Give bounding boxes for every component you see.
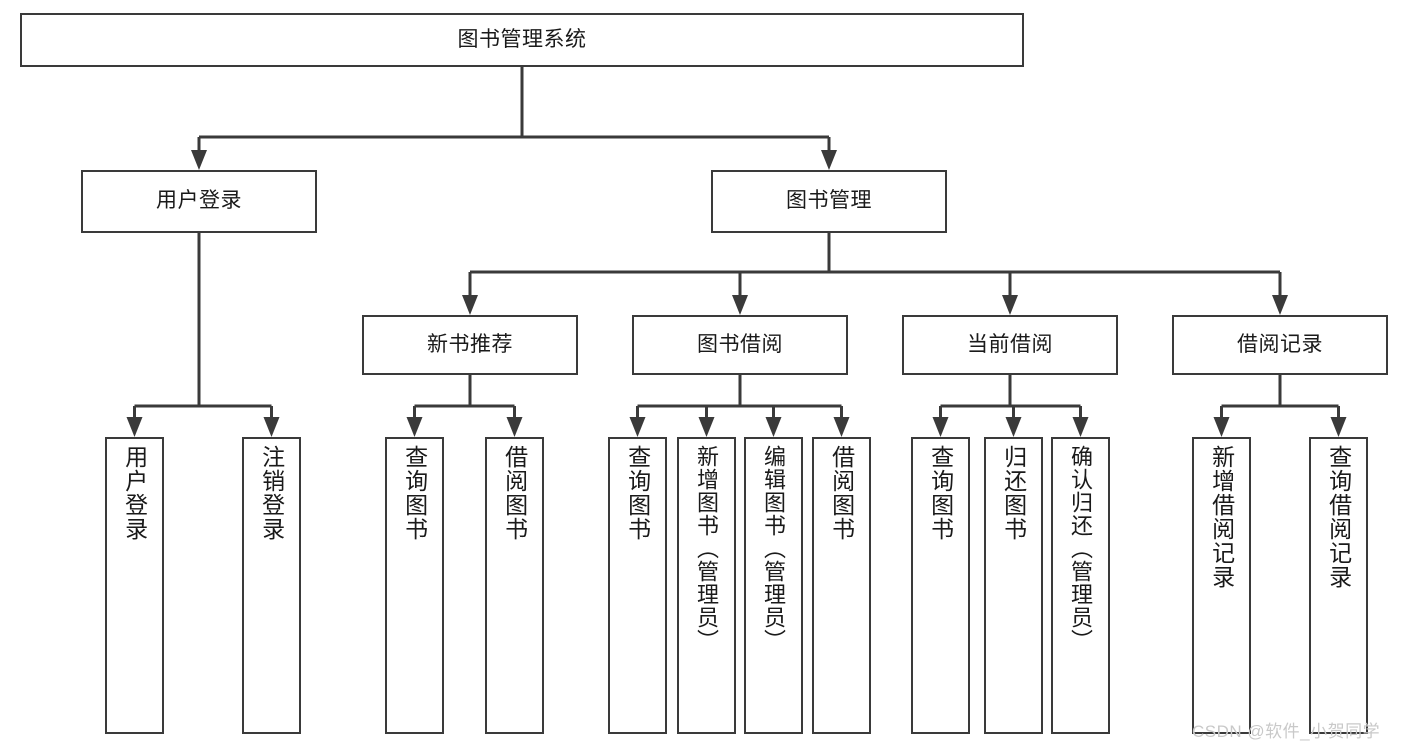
node-leaf-add-book[interactable]: 新增图书（管理员） — [677, 437, 736, 734]
arrow-head-icon — [821, 150, 837, 170]
node-root[interactable]: 图书管理系统 — [20, 13, 1024, 67]
arrow-head-icon — [1005, 417, 1022, 437]
node-label: 查询图书 — [624, 445, 651, 541]
node-leaf-borrow-book-1[interactable]: 借阅图书 — [485, 437, 544, 734]
node-label: 查询图书 — [401, 445, 428, 541]
arrow-head-icon — [1330, 417, 1347, 437]
node-label: 借阅图书 — [828, 445, 855, 541]
node-label: 新增图书（管理员） — [694, 445, 720, 652]
node-new-book-rec[interactable]: 新书推荐 — [362, 315, 578, 375]
node-label: 查询图书 — [927, 445, 954, 541]
node-book-manage[interactable]: 图书管理 — [711, 170, 947, 233]
node-borrow-record[interactable]: 借阅记录 — [1172, 315, 1388, 375]
node-label: 归还图书 — [1000, 445, 1027, 541]
node-label: 当前借阅 — [967, 332, 1053, 356]
node-label: 图书管理 — [786, 189, 872, 213]
watermark-label: CSDN @软件_小贺同学 — [1192, 722, 1381, 741]
node-label: 新增借阅记录 — [1208, 445, 1235, 589]
arrow-head-icon — [833, 417, 850, 437]
node-label: 借阅图书 — [501, 445, 528, 541]
arrow-head-icon — [263, 417, 280, 437]
arrow-head-icon — [629, 417, 646, 437]
arrow-head-icon — [698, 417, 715, 437]
arrow-head-icon — [765, 417, 782, 437]
arrow-head-icon — [1002, 295, 1018, 315]
node-leaf-logout[interactable]: 注销登录 — [242, 437, 301, 734]
node-label: 编辑图书（管理员） — [761, 445, 787, 652]
node-leaf-query-book-3[interactable]: 查询图书 — [911, 437, 970, 734]
node-leaf-query-record[interactable]: 查询借阅记录 — [1309, 437, 1368, 734]
arrow-head-icon — [462, 295, 478, 315]
node-leaf-query-book-1[interactable]: 查询图书 — [385, 437, 444, 734]
arrow-head-icon — [932, 417, 949, 437]
arrow-head-icon — [1272, 295, 1288, 315]
arrow-head-icon — [406, 417, 423, 437]
node-book-borrow[interactable]: 图书借阅 — [632, 315, 848, 375]
node-leaf-query-book-2[interactable]: 查询图书 — [608, 437, 667, 734]
node-leaf-edit-book[interactable]: 编辑图书（管理员） — [744, 437, 803, 734]
node-leaf-confirm-return[interactable]: 确认归还（管理员） — [1051, 437, 1110, 734]
node-label: 注销登录 — [258, 445, 285, 541]
arrow-head-icon — [506, 417, 523, 437]
arrow-head-icon — [1072, 417, 1089, 437]
node-leaf-add-record[interactable]: 新增借阅记录 — [1192, 437, 1251, 734]
arrow-head-icon — [191, 150, 207, 170]
arrow-head-icon — [1213, 417, 1230, 437]
node-label: 确认归还（管理员） — [1068, 445, 1094, 652]
arrow-head-icon — [732, 295, 748, 315]
node-current-borrow[interactable]: 当前借阅 — [902, 315, 1118, 375]
node-label: 新书推荐 — [427, 332, 513, 356]
node-label: 用户登录 — [156, 189, 242, 213]
node-label: 借阅记录 — [1237, 332, 1323, 356]
node-leaf-return-book[interactable]: 归还图书 — [984, 437, 1043, 734]
node-label: 图书借阅 — [697, 332, 783, 356]
node-user-login[interactable]: 用户登录 — [81, 170, 317, 233]
node-label: 查询借阅记录 — [1325, 445, 1352, 589]
node-label: 图书管理系统 — [457, 27, 587, 51]
node-leaf-user-login[interactable]: 用户登录 — [105, 437, 164, 734]
arrow-head-icon — [126, 417, 143, 437]
node-leaf-borrow-book-2[interactable]: 借阅图书 — [812, 437, 871, 734]
node-label: 用户登录 — [121, 445, 148, 541]
